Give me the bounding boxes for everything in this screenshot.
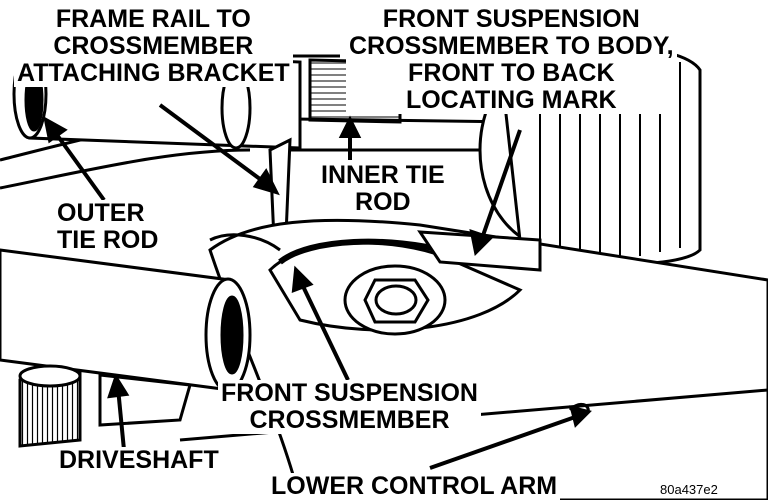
figure-code: 80a437e2 (660, 482, 718, 497)
label-line: LOCATING MARK (405, 86, 617, 114)
label-line: ROD (355, 188, 411, 216)
label-driveshaft: DRIVESHAFT (56, 447, 222, 474)
label-line: INNER TIE (321, 161, 445, 189)
label-inner-tie-rod: INNER TIE ROD (318, 162, 448, 216)
label-line: ATTACHING BRACKET (17, 59, 290, 87)
leader-arrows (43, 39, 592, 470)
label-front-susp-to-body: FRONT SUSPENSION CROSSMEMBER TO BODY, FR… (346, 6, 677, 114)
label-line: FRONT SUSPENSION (221, 379, 478, 407)
label-line: FRONT SUSPENSION (382, 5, 640, 33)
label-line: OUTER (57, 199, 145, 227)
label-frame-rail-bracket: FRAME RAIL TO CROSSMEMBER ATTACHING BRAC… (14, 6, 293, 87)
label-line: DRIVESHAFT (59, 446, 219, 474)
crossmember-body (208, 218, 768, 500)
crossmember-bolt (343, 264, 447, 336)
label-outer-tie-rod: OUTER TIE ROD (54, 199, 162, 254)
tie-rod-tube (0, 233, 281, 393)
label-line: CROSSMEMBER (249, 406, 450, 434)
label-lower-control-arm: LOWER CONTROL ARM (268, 472, 561, 500)
label-line: TIE ROD (57, 226, 159, 254)
label-line: FRAME RAIL TO (55, 5, 251, 33)
label-line: LOWER CONTROL ARM (271, 472, 558, 500)
label-front-susp-crossmember: FRONT SUSPENSION CROSSMEMBER (218, 380, 481, 434)
label-line: FRONT TO BACK (408, 59, 615, 87)
label-line: CROSSMEMBER (53, 32, 254, 60)
label-line: CROSSMEMBER TO BODY, (349, 32, 674, 60)
